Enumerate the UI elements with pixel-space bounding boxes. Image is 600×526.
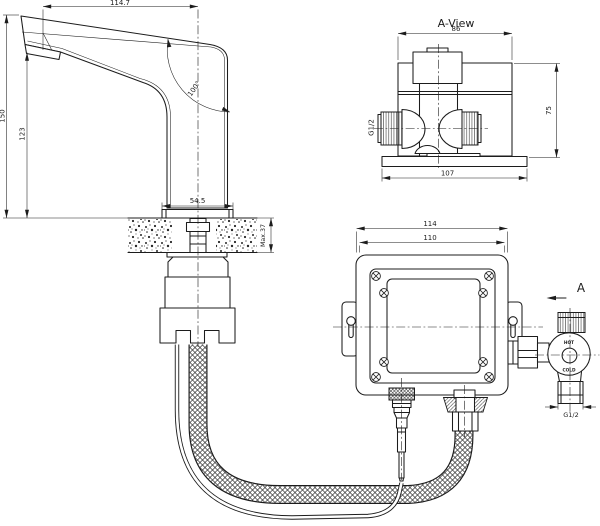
- control-box-cover: [386, 278, 481, 374]
- dim-aview-width: 86: [397, 25, 513, 60]
- dim-box-outer-width: 114: [356, 220, 508, 253]
- spout-face-edge: [42, 32, 54, 53]
- supply-lines: [174, 341, 474, 520]
- screw: [379, 288, 389, 298]
- a-view-base-plate: [381, 155, 528, 168]
- svg-text:107: 107: [441, 170, 454, 178]
- spout-aerator: [24, 43, 62, 61]
- svg-text:150: 150: [0, 109, 7, 122]
- dim-spout-height: 123: [19, 52, 29, 218]
- hose-hex-nut: [451, 411, 479, 432]
- svg-text:G1/2: G1/2: [563, 411, 579, 419]
- svg-text:123: 123: [19, 127, 27, 140]
- a-view-bottom-dome: [414, 144, 441, 155]
- dim-mixer-thread: G1/2: [545, 403, 596, 419]
- screw: [478, 357, 488, 367]
- mixer-valve: HOT COLD: [535, 308, 600, 412]
- screw: [371, 271, 381, 281]
- mixer-top-thread: [557, 312, 586, 333]
- section-label: A: [577, 281, 586, 295]
- svg-text:110: 110: [423, 234, 436, 242]
- castellated-mounting-nut: [159, 307, 236, 344]
- a-view: [374, 44, 528, 170]
- faucet-side-view: [20, 15, 258, 345]
- svg-text:114: 114: [423, 220, 437, 228]
- inlet-hose-fitting: [442, 389, 489, 432]
- mounting-washer: [166, 251, 228, 258]
- mounting-block: [164, 276, 231, 309]
- base-plate: [161, 208, 234, 219]
- dim-spout-reach: 114.7: [42, 0, 198, 50]
- svg-text:114.7: 114.7: [110, 0, 130, 7]
- braided-hose: [188, 341, 474, 504]
- dimensions: 114.7 150 123 100°: [0, 0, 596, 419]
- screw: [379, 357, 389, 367]
- sensor-cable: [174, 341, 404, 520]
- cold-label: COLD: [562, 368, 576, 374]
- outlet-fitting: [507, 335, 550, 369]
- dim-total-height: 150: [0, 14, 128, 219]
- hot-label: HOT: [564, 340, 574, 346]
- dim-box-inner-width: 110: [359, 234, 505, 253]
- svg-text:75: 75: [545, 106, 553, 115]
- keyhole-slot-right: [508, 316, 518, 339]
- cover-screws: [371, 271, 494, 382]
- svg-text:86: 86: [452, 25, 461, 33]
- svg-text:Max.37: Max.37: [260, 224, 267, 247]
- section-arrow: A: [546, 281, 586, 301]
- screw: [484, 271, 494, 281]
- keyhole-slot-left: [346, 316, 356, 339]
- countertop-section: [127, 217, 258, 254]
- faucet-body: [20, 15, 229, 209]
- a-view-top-block: [412, 51, 463, 85]
- a-view-right-port-dome: [438, 108, 463, 150]
- dim-deck-thickness: Max.37: [257, 217, 274, 253]
- dim-aview-height: 75: [514, 63, 560, 158]
- a-view-top-tab: [426, 47, 449, 53]
- control-box-rear-view: [333, 254, 550, 482]
- dim-base-width: 54.5: [161, 197, 234, 210]
- screw: [478, 288, 488, 298]
- screw: [484, 372, 494, 382]
- a-view-thread-label: G1/2: [368, 119, 376, 136]
- dim-aview-base: 107: [381, 168, 528, 182]
- mixer-bottom-thread: [557, 380, 584, 405]
- svg-text:54.5: 54.5: [190, 197, 206, 205]
- a-view-left-port-dome: [401, 108, 426, 150]
- mounting-hardware: [159, 251, 236, 345]
- outlet-hex-nut: [517, 335, 539, 369]
- screw: [371, 372, 381, 382]
- a-view-title: A-View: [438, 17, 475, 30]
- mixer-adjuster: [561, 347, 578, 364]
